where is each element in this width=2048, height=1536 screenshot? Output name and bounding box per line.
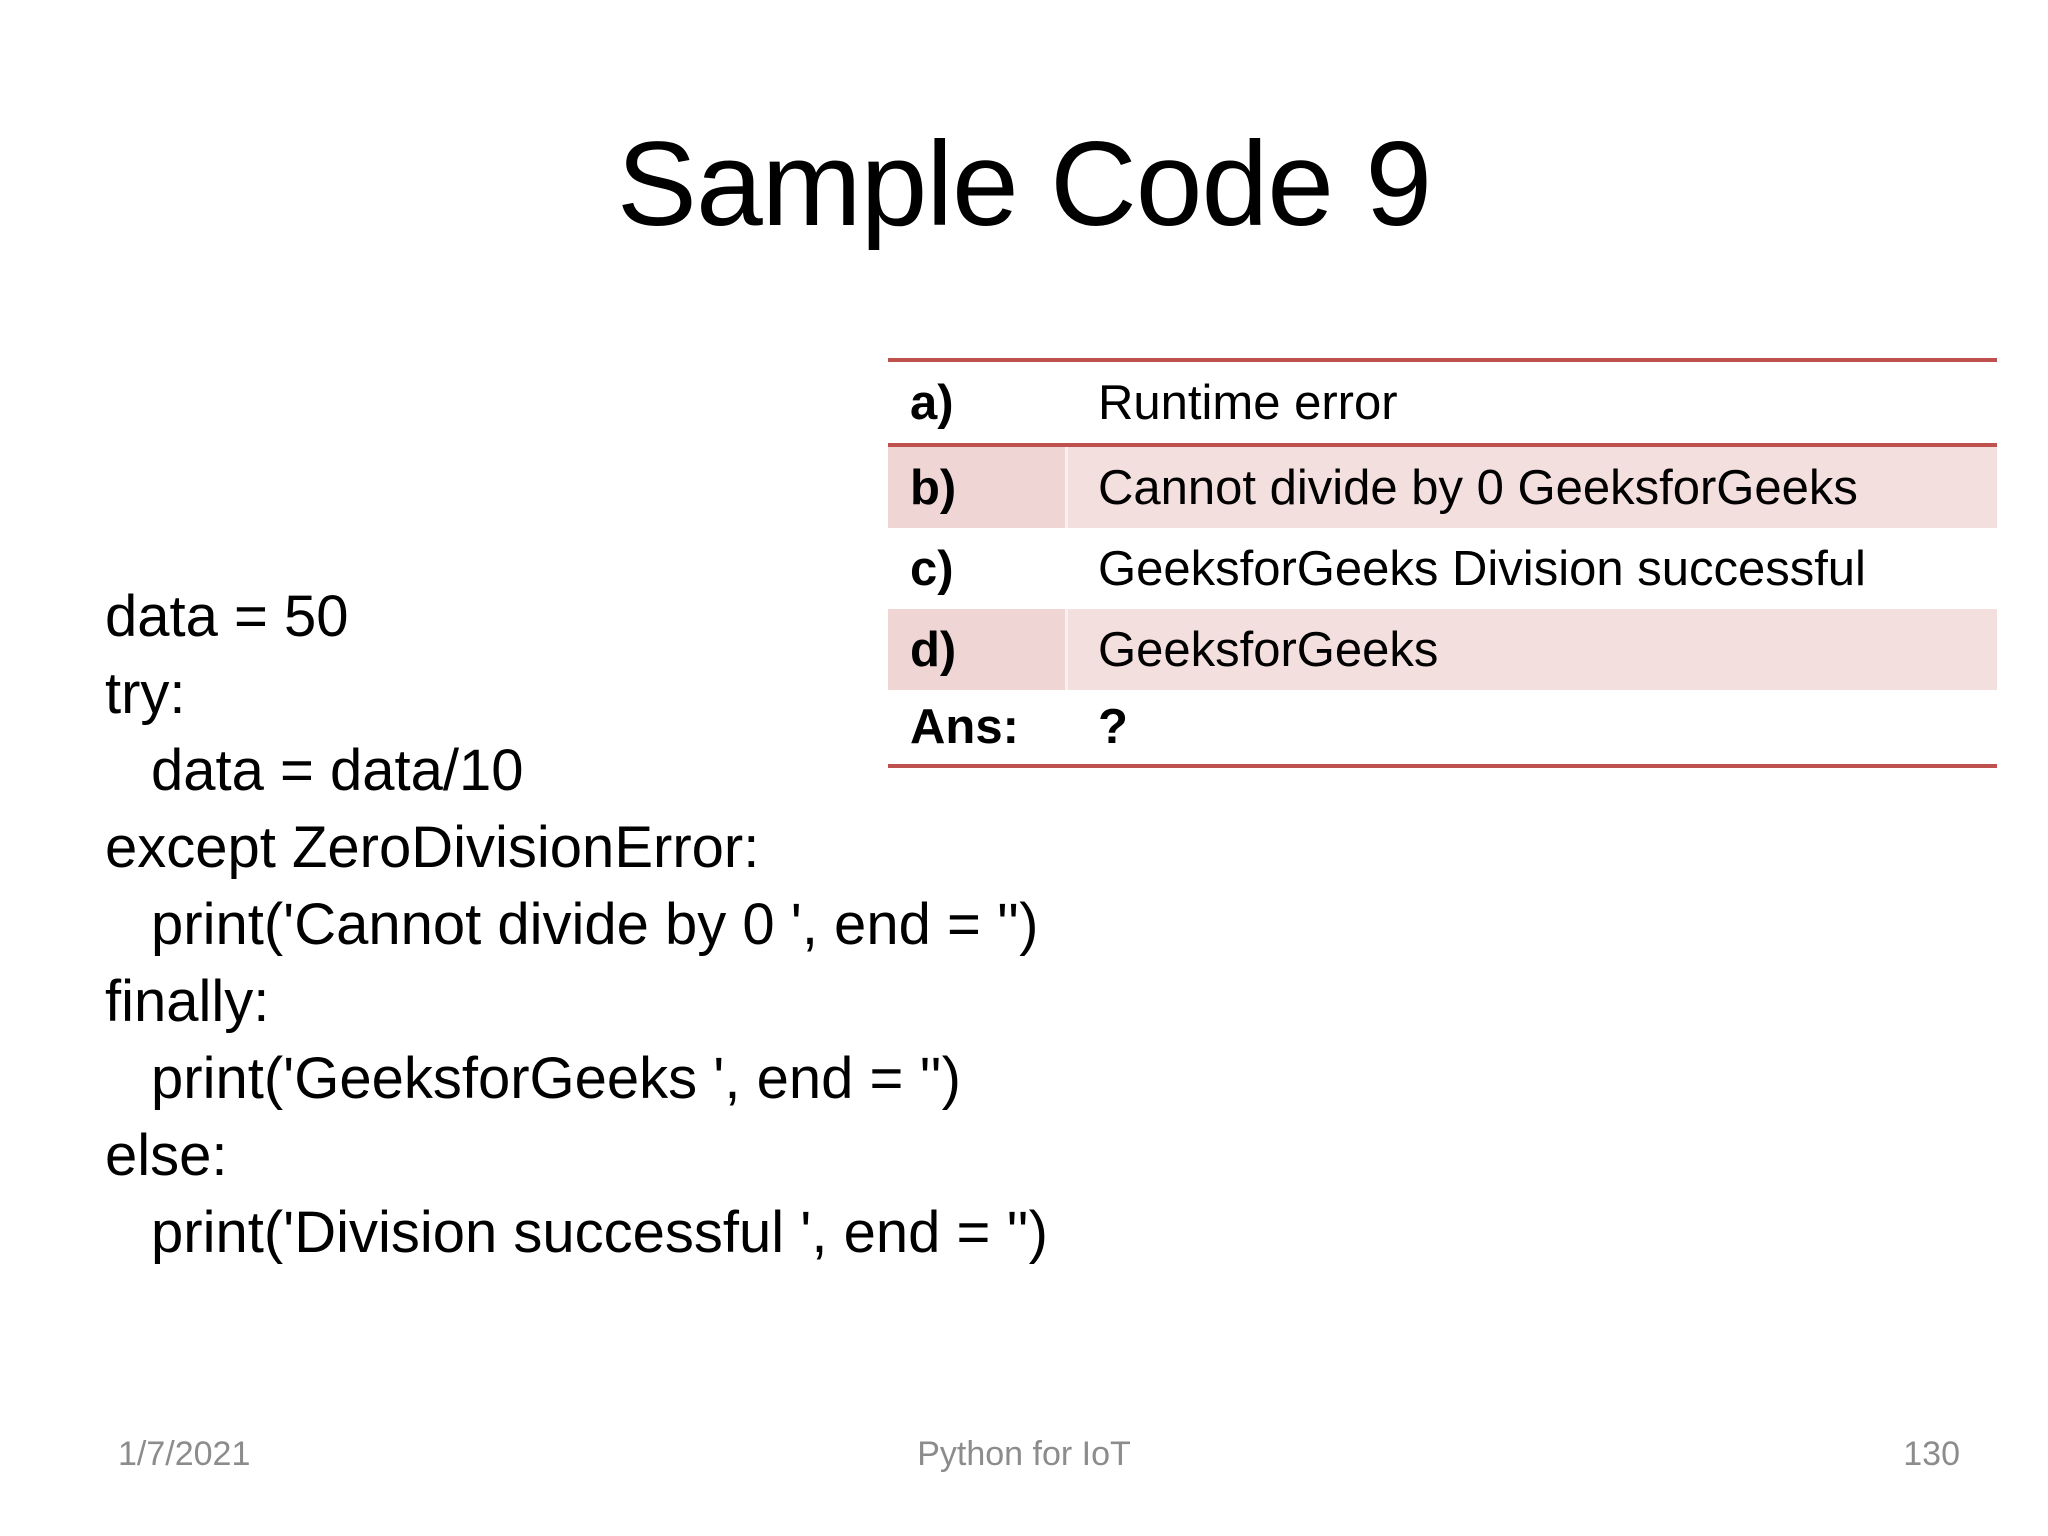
answer-row: c) GeeksforGeeks Division successful	[888, 528, 1997, 609]
answer-row: Ans:?	[888, 690, 1997, 764]
code-line: data = 50	[105, 584, 349, 649]
footer-date: 1/7/2021	[118, 1435, 251, 1473]
code-line: print('Cannot divide by 0 ', end = '')	[151, 892, 1039, 957]
code-line: except ZeroDivisionError:	[105, 815, 760, 880]
answer-row: a) Runtime error	[888, 362, 1997, 447]
footer: 1/7/2021 Python for IoT 130	[0, 1432, 2048, 1476]
answer-row: d)GeeksforGeeks	[888, 609, 1997, 690]
answer-option-text: ?	[1098, 700, 1128, 754]
answer-option-label: b)	[888, 447, 1068, 528]
footer-presentation-title: Python for IoT	[917, 1435, 1131, 1473]
answer-option-label: Ans:	[910, 700, 1019, 754]
answer-option-text: Cannot divide by 0 GeeksforGeeks	[1068, 447, 1997, 528]
answer-table: a) Runtime error b)Cannot divide by 0 Geek…	[888, 358, 1997, 768]
answer-option-label: a)	[910, 375, 954, 430]
code-line: finally:	[105, 969, 270, 1034]
code-line: print('Division successful ', end = '')	[151, 1200, 1048, 1265]
answer-option-text: Runtime error	[1098, 375, 1398, 430]
code-line: data = data/10	[151, 738, 524, 803]
code-line: else:	[105, 1123, 228, 1188]
answer-option-text: GeeksforGeeks	[1068, 609, 1997, 690]
answer-row: b)Cannot divide by 0 GeeksforGeeks	[888, 447, 1997, 528]
footer-page-number: 130	[1903, 1435, 1960, 1473]
answer-option-text: GeeksforGeeks Division successful	[1098, 541, 1866, 596]
slide-title: Sample Code 9	[616, 117, 1432, 251]
answer-option-label: c)	[910, 541, 954, 596]
code-line: try:	[105, 661, 186, 726]
answer-option-label: d)	[888, 609, 1068, 690]
code-block: data = 50 try: data = data/10 except ZeroDi…	[105, 578, 1048, 1271]
code-line: print('GeeksforGeeks ', end = '')	[151, 1046, 961, 1111]
